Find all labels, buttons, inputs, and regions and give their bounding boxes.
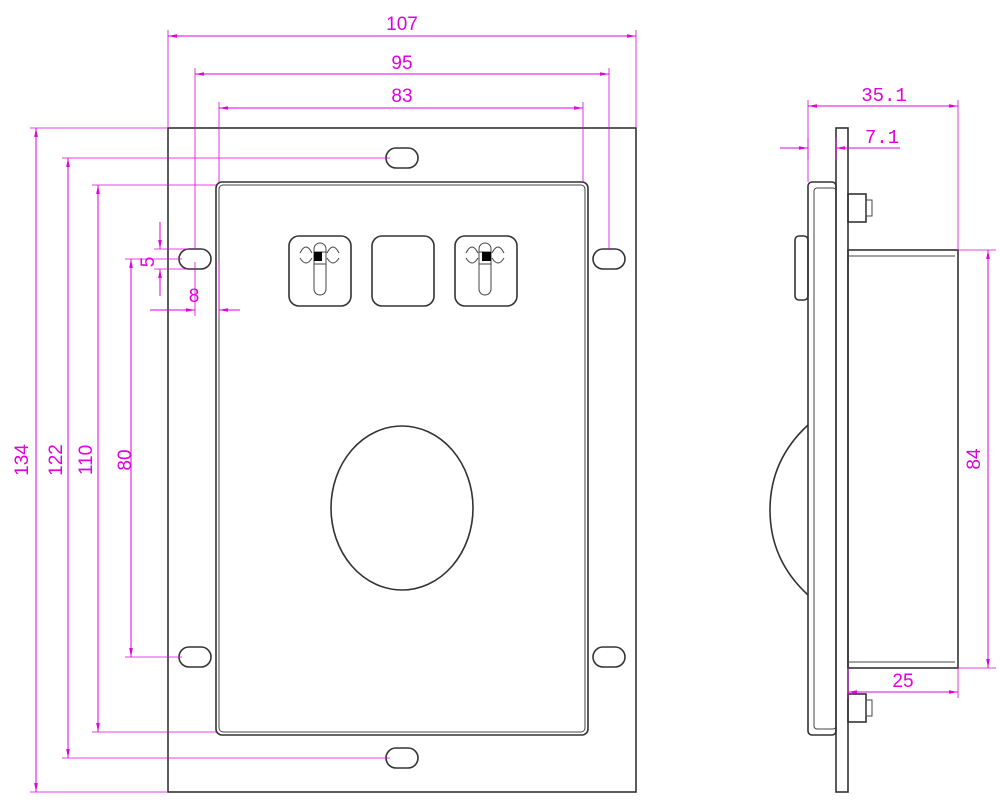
dim-slot-offset: 8 [189,286,200,307]
side-bezel [807,181,837,736]
window-outline [215,181,589,736]
dim-hole-pitch-x: 95 [391,53,412,74]
front-dimensions: 107 95 83 5 8 134 122 [12,14,637,793]
mounting-slot-upper-right [592,248,626,270]
left-button [288,235,352,307]
window-inner-outline [218,184,586,733]
panel-outline [167,127,637,793]
side-stud-top [847,193,867,223]
side-plate [835,127,849,793]
middle-button [371,235,435,307]
dim-body-height: 84 [964,448,985,470]
dim-panel-width: 107 [386,14,418,35]
front-view [167,127,637,793]
trackball [330,425,474,591]
side-dimensions: 35.1 7.1 84 25 [780,85,996,698]
mounting-slot-top [385,147,419,169]
dim-panel-height: 134 [12,444,33,476]
mounting-slot-bottom [385,747,419,769]
right-button-indicator [482,252,491,261]
dim-slot-height: 5 [138,257,159,268]
right-button [454,235,518,307]
side-stud-bottom [847,693,867,723]
dim-hole-pitch-y-outer: 122 [46,444,67,476]
dim-body-depth: 25 [892,671,913,692]
mounting-slot-lower-left [178,646,212,668]
mounting-slot-lower-right [592,646,626,668]
side-button [794,235,809,301]
dim-hole-pitch-y-inner: 80 [115,449,136,470]
side-trackball-dome [769,424,809,596]
dim-plate-thickness: 7.1 [865,127,899,149]
side-view [769,127,959,793]
dim-total-depth: 35.1 [861,85,907,107]
side-body [847,249,959,669]
left-button-indicator [314,252,322,261]
dim-window-width: 83 [391,86,412,107]
dim-window-height: 110 [76,445,97,475]
